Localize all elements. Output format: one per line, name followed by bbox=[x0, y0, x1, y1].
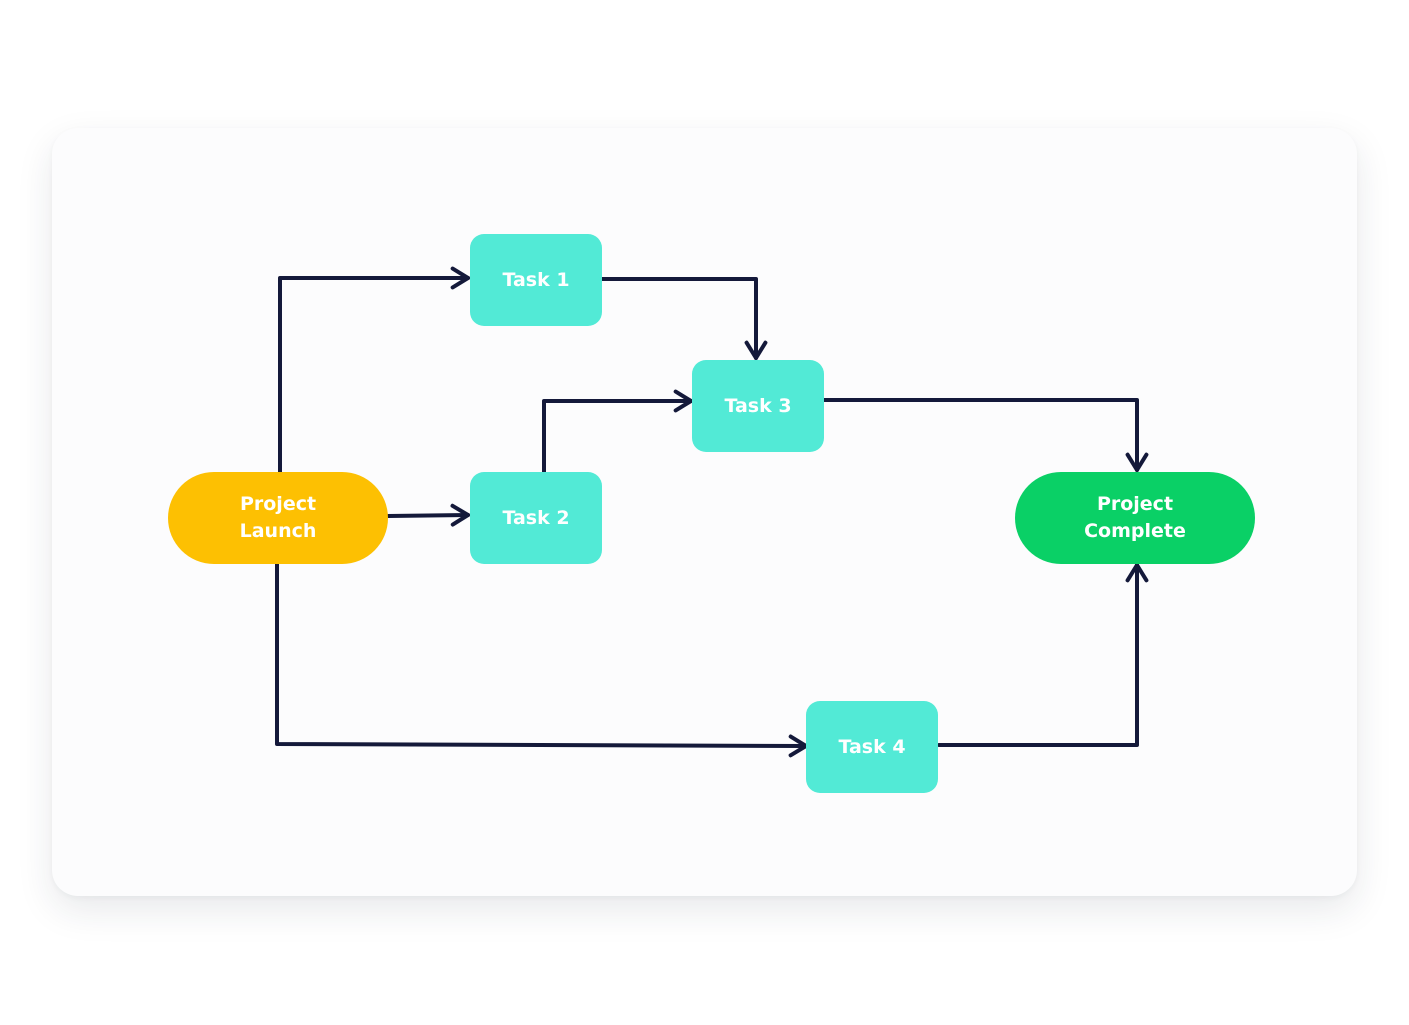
node-project-complete[interactable]: Project Complete bbox=[1015, 472, 1255, 564]
node-task-2[interactable]: Task 2 bbox=[470, 472, 602, 564]
edge-task3-to-complete bbox=[822, 398, 1149, 472]
arrowhead-icon bbox=[450, 503, 470, 527]
connector-line bbox=[386, 513, 470, 518]
connector-line bbox=[278, 276, 470, 474]
node-task-3[interactable]: Task 3 bbox=[692, 360, 824, 452]
edge-launch-to-task2 bbox=[386, 503, 470, 527]
connector-line bbox=[822, 398, 1139, 472]
connector-line bbox=[937, 563, 1139, 747]
connector-line bbox=[600, 277, 758, 360]
node-project-launch[interactable]: Project Launch bbox=[168, 472, 388, 564]
connector-line bbox=[275, 562, 808, 748]
arrowhead-icon bbox=[1125, 563, 1149, 583]
edge-task1-to-task3 bbox=[600, 277, 768, 360]
edge-launch-to-task1 bbox=[278, 266, 470, 474]
arrowhead-icon bbox=[744, 340, 768, 360]
arrowhead-icon bbox=[450, 266, 470, 290]
node-task-1[interactable]: Task 1 bbox=[470, 234, 602, 326]
connector-line bbox=[542, 399, 693, 474]
arrowhead-icon bbox=[1125, 452, 1149, 472]
arrowhead-icon bbox=[673, 389, 693, 413]
edge-launch-to-task4 bbox=[275, 562, 808, 758]
edge-task2-to-task3 bbox=[542, 389, 693, 474]
node-task-4[interactable]: Task 4 bbox=[806, 701, 938, 793]
edge-task4-to-complete bbox=[937, 563, 1149, 747]
